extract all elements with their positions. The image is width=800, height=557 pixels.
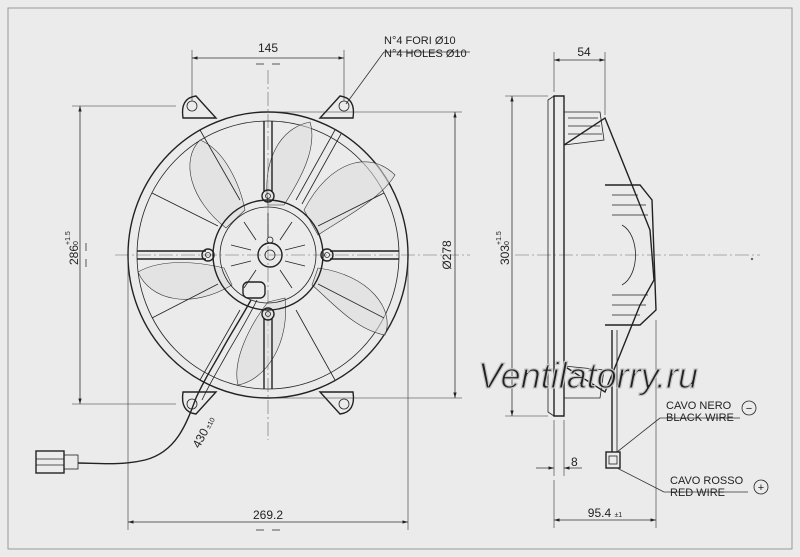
negative-icon xyxy=(741,400,757,416)
svg-text:0: 0 xyxy=(73,241,80,245)
mount-lug-bottom-left xyxy=(181,391,218,415)
motor-boss-top xyxy=(261,189,275,203)
motor-boss-bottom xyxy=(261,307,275,321)
motor-boss-right xyxy=(320,248,334,262)
dim-cable-length: 430 ±10 xyxy=(190,417,217,451)
dim-total-depth: 95.4 ±1 xyxy=(588,506,623,520)
watermark: Ventilatorry.ru xyxy=(478,355,698,396)
svg-text:+1.5: +1.5 xyxy=(65,231,72,245)
mount-lug-top-right xyxy=(318,95,355,119)
black-wire-it: CAVO NERO xyxy=(666,400,732,412)
positive-icon xyxy=(753,479,769,495)
side-terminal xyxy=(605,451,621,469)
red-wire-it: CAVO ROSSO xyxy=(670,475,744,487)
svg-text:+1.5: +1.5 xyxy=(496,231,503,245)
svg-text:286: 286 xyxy=(67,245,81,265)
dim-mount-spacing: 145 xyxy=(258,41,278,55)
side-motor xyxy=(605,184,657,326)
red-wire-en: RED WIRE xyxy=(670,487,725,499)
dim-height-front: 286 +1.5 0 xyxy=(65,231,81,265)
cable xyxy=(77,299,252,465)
motor-ribs xyxy=(230,213,306,289)
mount-hole-bottom-right xyxy=(338,398,350,410)
black-wire-en: BLACK WIRE xyxy=(666,412,734,424)
dim-width: 269.2 xyxy=(253,508,283,522)
frame-spokes xyxy=(137,121,399,389)
svg-text:+: + xyxy=(758,482,764,494)
holes-callout-en: N°4 HOLES Ø10 xyxy=(384,48,467,60)
fan-housing-inner xyxy=(136,120,400,390)
front-view: 145 286 +1.5 0 Ø278 269.2 430 ±10 N°4 xyxy=(35,35,470,531)
holes-callout-it: N°4 FORI Ø10 xyxy=(384,35,456,47)
dim-flange: 8 xyxy=(571,455,578,469)
side-fan-body xyxy=(563,116,655,394)
connector xyxy=(35,450,79,474)
fan-blades xyxy=(137,121,396,386)
dim-diameter: Ø278 xyxy=(440,240,454,270)
svg-text:303: 303 xyxy=(498,245,512,265)
dim-depth: 54 xyxy=(577,45,591,59)
side-flange xyxy=(553,95,565,417)
mount-hole-top-left xyxy=(186,100,198,112)
cable-gland xyxy=(242,281,266,299)
drawing-frame xyxy=(7,7,793,550)
mount-lug-bottom-right xyxy=(318,391,355,415)
svg-text:0: 0 xyxy=(504,241,511,245)
motor-housing xyxy=(212,199,324,311)
svg-text:−: − xyxy=(746,403,752,415)
svg-text:±10: ±10 xyxy=(205,417,217,431)
motor-boss-left xyxy=(201,248,215,262)
mount-lug-top-left xyxy=(181,95,218,119)
dim-height-side: 303 +1.5 0 xyxy=(496,231,512,265)
motor-cover xyxy=(219,206,317,304)
side-view: 54 303 +1.5 0 8 95.4 ±1 CAVO NERO BLACK … xyxy=(496,45,769,528)
